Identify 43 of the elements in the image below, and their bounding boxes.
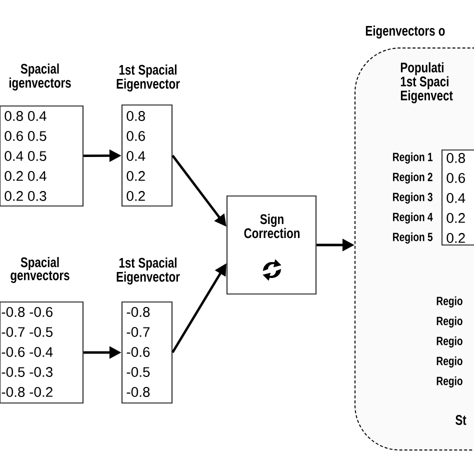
row-label: Regio bbox=[436, 376, 462, 388]
matrix-row: -0.8 bbox=[126, 307, 150, 317]
region-heading: Eigenvectors o bbox=[366, 25, 445, 39]
matrix-row: 0.4 bbox=[126, 151, 146, 161]
matrix-row: 0.6 bbox=[126, 131, 145, 141]
matrix-row: 0.4 0.5 bbox=[4, 151, 46, 161]
vector-value: 0.6 bbox=[446, 173, 465, 183]
matrix-row: 0.2 bbox=[126, 171, 145, 181]
region-label: Region 2 bbox=[393, 172, 432, 184]
row-label: Regio bbox=[436, 356, 462, 368]
matrix-row: -0.5 -0.3 bbox=[2, 367, 53, 377]
column-heading: Spacial genvectors bbox=[10, 256, 70, 284]
box-label: Sign Correction bbox=[244, 214, 300, 238]
matrix-row: 0.6 0.5 bbox=[4, 131, 46, 141]
matrix-row: 0.2 bbox=[126, 191, 145, 201]
region-label: Region 3 bbox=[393, 192, 432, 204]
panel-footer: St bbox=[456, 415, 466, 425]
vector-value: 0.2 bbox=[446, 233, 465, 243]
matrix-row: 0.2 0.3 bbox=[4, 191, 46, 201]
row-label: Regio bbox=[436, 296, 462, 308]
matrix-row: 0.8 0.4 bbox=[4, 111, 46, 121]
row-label: Regio bbox=[436, 316, 462, 328]
column-heading: 1st Spacial Eigenvector bbox=[116, 64, 180, 92]
matrix-row: -0.8 -0.6 bbox=[2, 307, 53, 317]
matrix-row: -0.6 bbox=[126, 347, 150, 357]
vector-value: 0.2 bbox=[446, 213, 465, 223]
matrix-row: -0.8 -0.2 bbox=[2, 387, 52, 397]
region-label: Region 5 bbox=[393, 232, 433, 244]
column-heading: 1st Spacial Eigenvector bbox=[116, 257, 180, 285]
row-label: Regio bbox=[436, 336, 462, 348]
vector-value: 0.8 bbox=[446, 153, 465, 163]
matrix-row: 0.2 0.4 bbox=[4, 171, 46, 181]
matrix-row: -0.7 -0.5 bbox=[2, 327, 53, 337]
panel-heading: Populati 1st Spaci Eigenvect bbox=[400, 62, 453, 104]
matrix-row: -0.8 bbox=[126, 387, 150, 397]
region-label: Region 4 bbox=[393, 212, 433, 224]
matrix-row: -0.6 -0.4 bbox=[2, 347, 53, 357]
matrix-row: -0.7 bbox=[126, 327, 150, 337]
column-heading: Spacial igenvectors bbox=[9, 63, 71, 91]
matrix-row: 0.8 bbox=[126, 111, 145, 121]
vector-value: 0.4 bbox=[446, 193, 466, 203]
region-label: Region 1 bbox=[393, 152, 433, 164]
matrix-row: -0.5 bbox=[126, 367, 150, 377]
